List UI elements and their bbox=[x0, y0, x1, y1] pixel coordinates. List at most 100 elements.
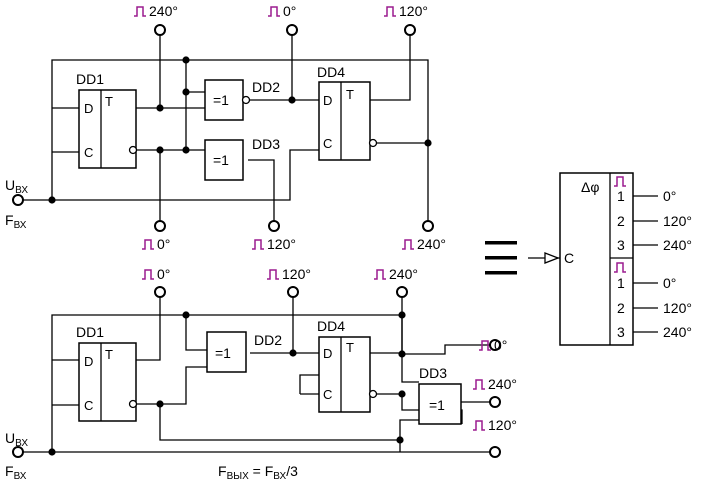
output-terminal-0 bbox=[489, 339, 501, 351]
pin-d: D bbox=[323, 346, 332, 361]
output-terminal-120 bbox=[287, 286, 299, 298]
pulse-icon bbox=[267, 269, 279, 280]
pin-d: D bbox=[84, 101, 93, 116]
output-terminal-0 bbox=[154, 220, 166, 232]
output-terminal-240 bbox=[396, 286, 408, 298]
dd3-label: DD3 bbox=[419, 365, 447, 381]
pulse-icon bbox=[614, 176, 626, 187]
dd1-flipflop bbox=[78, 342, 137, 422]
xor-symbol: =1 bbox=[213, 152, 229, 168]
phase-label: 120° bbox=[282, 266, 311, 282]
pin-t: T bbox=[346, 340, 354, 355]
pulse-icon bbox=[479, 340, 491, 351]
phase-label: 240° bbox=[389, 266, 418, 282]
inversion-bubble bbox=[241, 95, 251, 105]
frequency-formula: FВЫХ = FВХ/3 bbox=[218, 463, 298, 482]
input-terminal bbox=[12, 194, 24, 206]
input-frequency-label: FВХ bbox=[5, 463, 27, 482]
output-terminal-0 bbox=[286, 24, 298, 36]
dd1-label: DD1 bbox=[76, 324, 104, 340]
dd4-label: DD4 bbox=[317, 64, 345, 80]
inversion-bubble bbox=[128, 145, 138, 155]
output-terminal-120 bbox=[268, 220, 280, 232]
pin-c: C bbox=[323, 387, 332, 402]
pulse-icon bbox=[473, 420, 485, 431]
phase-label: 0° bbox=[157, 236, 170, 252]
output-number: 3 bbox=[617, 324, 625, 340]
inversion-bubble bbox=[128, 399, 138, 409]
phase-shifter-block: C Δφ 1 0° 2 120° 3 240° 1 0° 2 120° 3 240° bbox=[528, 172, 692, 346]
output-terminal-0 bbox=[154, 286, 166, 298]
block-outputs: 1 0° 2 120° 3 240° 1 0° 2 120° 3 240° bbox=[617, 188, 692, 340]
pulse-icon bbox=[614, 262, 626, 273]
output-phase-label: 240° bbox=[663, 237, 692, 253]
phase-label: 240° bbox=[488, 376, 517, 392]
pin-t: T bbox=[346, 87, 354, 102]
equivalence-sign bbox=[485, 241, 517, 275]
output-number: 2 bbox=[617, 213, 625, 229]
pulse-icon bbox=[473, 379, 485, 390]
xor-symbol: =1 bbox=[213, 92, 229, 108]
dd2-label: DD2 bbox=[254, 332, 282, 348]
dd1-flipflop bbox=[78, 89, 137, 169]
dd3-xor-gate bbox=[418, 383, 462, 425]
pulse-icon bbox=[402, 239, 414, 250]
pin-t: T bbox=[105, 94, 113, 109]
phase-label: 0° bbox=[157, 266, 170, 282]
inversion-bubble bbox=[368, 389, 378, 399]
output-phase-label: 240° bbox=[663, 324, 692, 340]
output-number: 3 bbox=[617, 237, 625, 253]
phase-label: 240° bbox=[149, 3, 178, 19]
pulse-icon bbox=[142, 239, 154, 250]
output-number: 1 bbox=[617, 275, 625, 291]
pin-d: D bbox=[323, 93, 332, 108]
output-phase-label: 120° bbox=[663, 300, 692, 316]
pulse-icon bbox=[134, 6, 146, 17]
input-voltage-label: UВХ bbox=[5, 430, 28, 449]
clock-input-arrow-icon bbox=[544, 252, 560, 264]
xor-symbol: =1 bbox=[429, 397, 445, 413]
bottom-circuit: 0° 120° 240° 0° 240° 120° DD1 D T C =1 D… bbox=[5, 266, 517, 482]
dd2-xor-gate bbox=[206, 331, 247, 373]
pulse-icon bbox=[374, 269, 386, 280]
output-terminal-120 bbox=[404, 24, 416, 36]
phase-label: 120° bbox=[488, 417, 517, 433]
pulse-icon bbox=[268, 6, 280, 17]
pin-c: C bbox=[323, 136, 332, 151]
inversion-bubble bbox=[368, 138, 378, 148]
pin-c: C bbox=[84, 145, 93, 160]
pulse-icon bbox=[384, 6, 396, 17]
phase-label: 240° bbox=[417, 236, 446, 252]
phase-label: 0° bbox=[494, 337, 507, 353]
output-terminal-240 bbox=[154, 24, 166, 36]
pin-d: D bbox=[84, 354, 93, 369]
input-terminal bbox=[12, 446, 24, 458]
output-phase-label: 0° bbox=[663, 275, 676, 291]
clock-input-label: C bbox=[564, 250, 574, 266]
pin-c: C bbox=[84, 398, 93, 413]
output-terminal-240 bbox=[489, 396, 501, 408]
output-number: 1 bbox=[617, 188, 625, 204]
pulse-icon bbox=[142, 269, 154, 280]
dd3-xor-gate bbox=[204, 139, 244, 181]
pulse-icon bbox=[252, 239, 264, 250]
input-frequency-label: FВХ bbox=[5, 212, 27, 231]
phase-label: 120° bbox=[399, 3, 428, 19]
dd4-flipflop bbox=[318, 81, 371, 161]
dd4-flipflop bbox=[318, 336, 371, 413]
output-phase-label: 120° bbox=[663, 213, 692, 229]
phase-label: 0° bbox=[283, 3, 296, 19]
output-terminal-120 bbox=[489, 446, 501, 458]
phase-label: 120° bbox=[267, 236, 296, 252]
output-number: 2 bbox=[617, 300, 625, 316]
xor-symbol: =1 bbox=[215, 345, 231, 361]
top-circuit: 240° 0° 120° 0° 120° 240° DD1 D T C =1 =… bbox=[5, 3, 446, 252]
dd4-label: DD4 bbox=[317, 318, 345, 334]
dd1-label: DD1 bbox=[76, 71, 104, 87]
pin-t: T bbox=[105, 347, 113, 362]
dd2-label: DD2 bbox=[252, 79, 280, 95]
phase-shift-label: Δφ bbox=[581, 179, 599, 195]
dd3-label: DD3 bbox=[252, 136, 280, 152]
output-phase-label: 0° bbox=[663, 188, 676, 204]
